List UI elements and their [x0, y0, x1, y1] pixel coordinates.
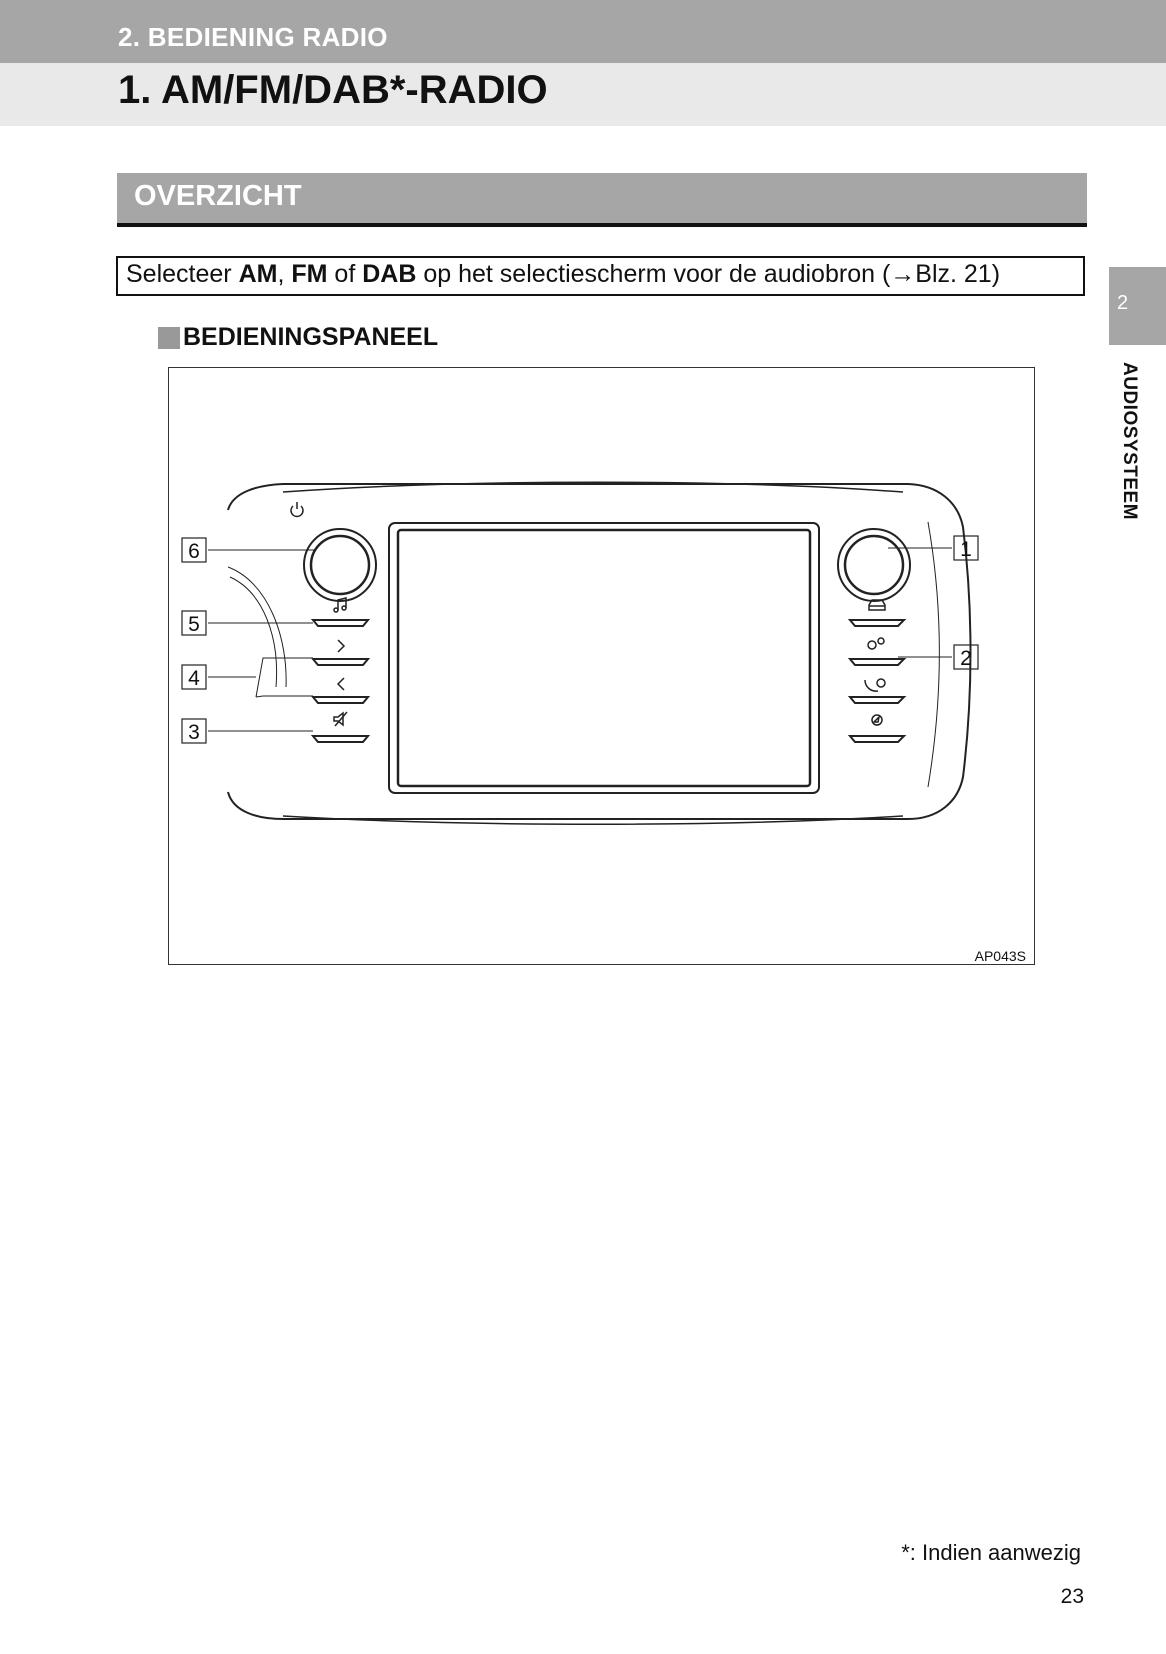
footnote: *: Indien aanwezig [901, 1540, 1081, 1565]
callout-label-2: 2 [960, 647, 972, 670]
callout-label-1: 1 [960, 538, 972, 561]
right-knob-ring [837, 528, 911, 602]
note-prefix: Selecteer [126, 260, 239, 288]
callout-label-4: 4 [188, 667, 200, 690]
phone-icon [864, 678, 886, 692]
bezel-left-curve-outer [227, 566, 287, 688]
note-suffix: op het selectiescherm voor de audiobron … [416, 260, 1001, 288]
seek-back-icon [336, 677, 345, 691]
head-unit-top-trim [282, 481, 904, 493]
note-text: Selecteer AM, FM of DAB op het selecties… [126, 260, 1000, 289]
page-title: 1. AM/FM/DAB*-RADIO [118, 68, 548, 112]
head-unit-bottom-trim [282, 815, 904, 825]
note-am: AM [238, 260, 278, 288]
callout-box-2 [953, 644, 979, 670]
figure-code: AP043S [974, 948, 1026, 964]
heading-square-icon [158, 326, 180, 349]
right-button-2 [847, 658, 907, 666]
note-box [116, 256, 1085, 296]
screen-inner [396, 528, 812, 788]
note-fm: FM [291, 260, 328, 288]
control-panel-illustration: 6 5 4 3 1 2 [181, 481, 979, 825]
seek-forward-icon [337, 639, 346, 653]
section-header-bar [0, 0, 1166, 63]
page-number: 23 [1060, 1585, 1084, 1608]
overview-heading-bar [117, 173, 1087, 227]
left-button-2 [310, 658, 371, 666]
navigation-icon [871, 714, 883, 726]
left-knob [309, 534, 371, 596]
callout-box-3 [181, 718, 207, 744]
overview-heading: OVERZICHT [134, 180, 302, 212]
head-unit-outline [227, 483, 972, 820]
left-button-1 [310, 619, 371, 627]
chapter-tab-number: 2 [1117, 292, 1129, 314]
page-title-bar [0, 63, 1166, 126]
right-knob [843, 534, 905, 596]
bezel-left-curve-inner [229, 576, 278, 688]
right-button-3 [847, 696, 907, 704]
callout-box-1 [953, 535, 979, 561]
note-sep1: , [277, 260, 292, 288]
note-dab: DAB [362, 260, 417, 288]
car-icon [868, 599, 886, 611]
mute-icon [333, 711, 348, 727]
callout-box-4 [181, 664, 207, 690]
callout-label-5: 5 [188, 613, 200, 636]
panel-heading: BEDIENINGSPANEEL [158, 323, 438, 352]
note-sep2: of [327, 260, 363, 288]
screen-outer [388, 522, 820, 794]
callout-leader-4b [255, 695, 313, 698]
head-unit-right-curve [927, 521, 940, 788]
settings-gears-icon [867, 637, 885, 650]
callout-box-5 [181, 610, 207, 636]
left-button-3 [310, 696, 371, 704]
callout-label-6: 6 [188, 540, 200, 563]
chapter-tab [1109, 267, 1166, 345]
music-note-icon [333, 597, 347, 613]
figure-frame [168, 367, 1035, 965]
callout-label-3: 3 [188, 721, 200, 744]
right-button-1 [847, 619, 907, 627]
power-icon [290, 502, 304, 518]
callout-box-6 [181, 537, 207, 563]
section-title: 2. BEDIENING RADIO [118, 22, 388, 52]
panel-heading-text: BEDIENINGSPANEEL [183, 323, 439, 351]
chapter-tab-label: AUDIOSYSTEEM [1119, 362, 1140, 521]
left-knob-ring [303, 528, 377, 602]
right-button-4 [847, 735, 907, 743]
callout-leader-4a [255, 657, 313, 698]
left-button-4 [310, 735, 371, 743]
